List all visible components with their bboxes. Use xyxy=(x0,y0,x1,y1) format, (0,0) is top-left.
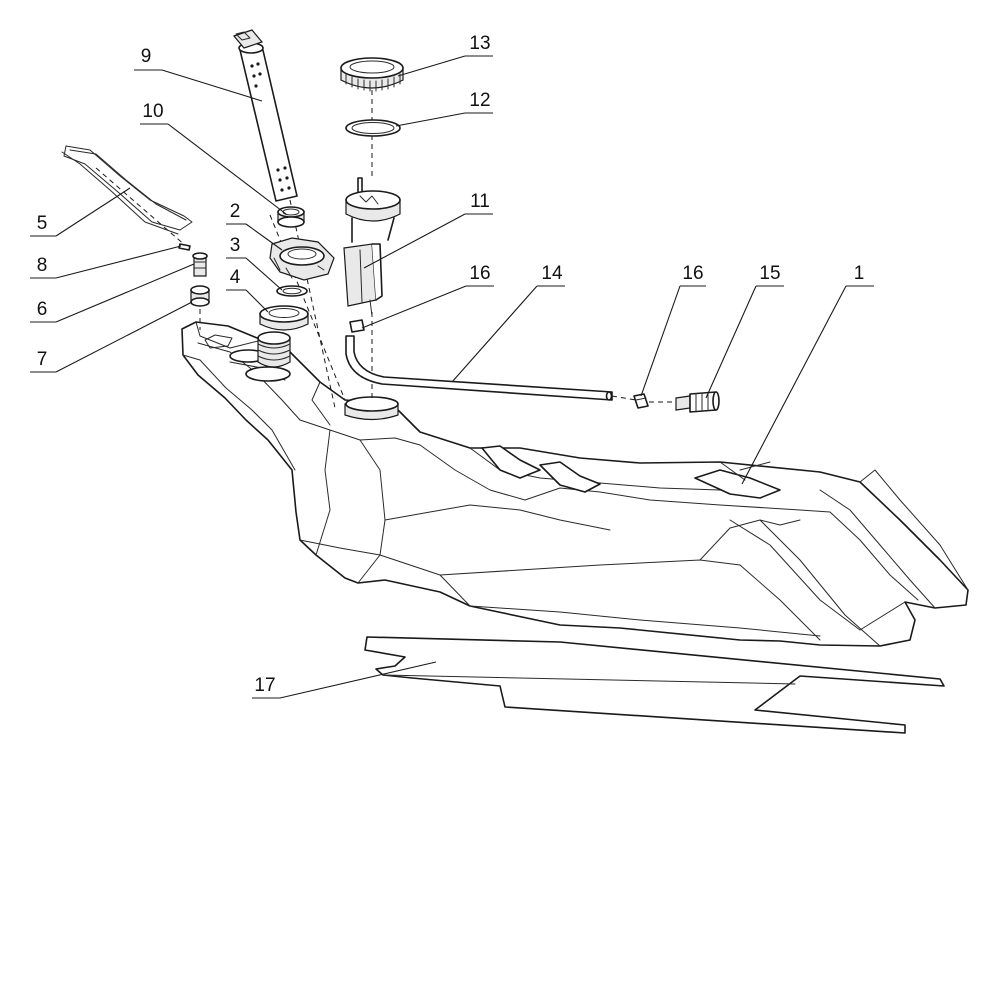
part-10-seal xyxy=(277,206,305,228)
part-3-ring xyxy=(276,285,308,297)
part-4-nut xyxy=(259,305,309,331)
part-12-gasket xyxy=(345,119,401,137)
callout-label-8: 8 xyxy=(37,255,48,276)
callout-label-15: 15 xyxy=(759,263,780,284)
part-17-pad xyxy=(364,636,945,734)
callout-label-14: 14 xyxy=(541,263,563,284)
callout-label-12: 12 xyxy=(469,90,490,111)
part-7-grommet xyxy=(190,285,210,307)
callout-16b: 16 xyxy=(640,263,706,397)
callout-label-4: 4 xyxy=(230,267,241,288)
callout-2: 2 xyxy=(226,201,283,251)
part-16-clamp-left xyxy=(349,319,365,333)
part-5-hose xyxy=(61,145,193,235)
callout-1: 1 xyxy=(741,263,874,485)
callout-3: 3 xyxy=(226,235,283,291)
part-2-cap xyxy=(269,237,335,281)
part-14-fuel-line xyxy=(345,335,613,401)
callout-label-3: 3 xyxy=(230,235,241,256)
callout-14: 14 xyxy=(451,263,565,383)
callout-label-7: 7 xyxy=(37,349,48,370)
callout-6: 6 xyxy=(30,263,195,323)
callout-label-6: 6 xyxy=(37,299,48,320)
callout-label-17: 17 xyxy=(254,675,275,696)
callout-11: 11 xyxy=(363,191,493,269)
callout-label-9: 9 xyxy=(141,46,152,67)
callout-7: 7 xyxy=(30,301,193,373)
part-9-tube xyxy=(232,29,298,202)
callout-5: 5 xyxy=(30,187,131,237)
part-1-fuel-tank xyxy=(181,321,969,647)
callout-8: 8 xyxy=(30,245,182,279)
callout-10: 10 xyxy=(140,101,287,215)
callout-label-11: 11 xyxy=(470,191,490,212)
callout-label-1: 1 xyxy=(854,263,865,284)
part-8-pin xyxy=(178,243,191,251)
part-13-ring xyxy=(340,57,404,92)
callout-label-13: 13 xyxy=(469,33,490,54)
callout-12: 12 xyxy=(395,90,493,127)
callout-label-5: 5 xyxy=(37,213,48,234)
part-16-clamp-right xyxy=(633,393,649,409)
part-11-pump xyxy=(343,177,401,317)
callout-13: 13 xyxy=(397,33,493,77)
callout-16a: 16 xyxy=(361,263,494,329)
callout-label-16b: 16 xyxy=(682,263,703,284)
part-15-connector xyxy=(675,391,720,413)
callout-label-2: 2 xyxy=(230,201,241,222)
callout-4: 4 xyxy=(226,267,269,313)
callout-9: 9 xyxy=(134,46,263,102)
callout-15: 15 xyxy=(705,263,784,399)
part-6-fitting xyxy=(192,252,208,277)
callout-17: 17 xyxy=(252,661,437,699)
callout-label-10: 10 xyxy=(142,101,163,122)
callout-label-16a: 16 xyxy=(469,263,490,284)
